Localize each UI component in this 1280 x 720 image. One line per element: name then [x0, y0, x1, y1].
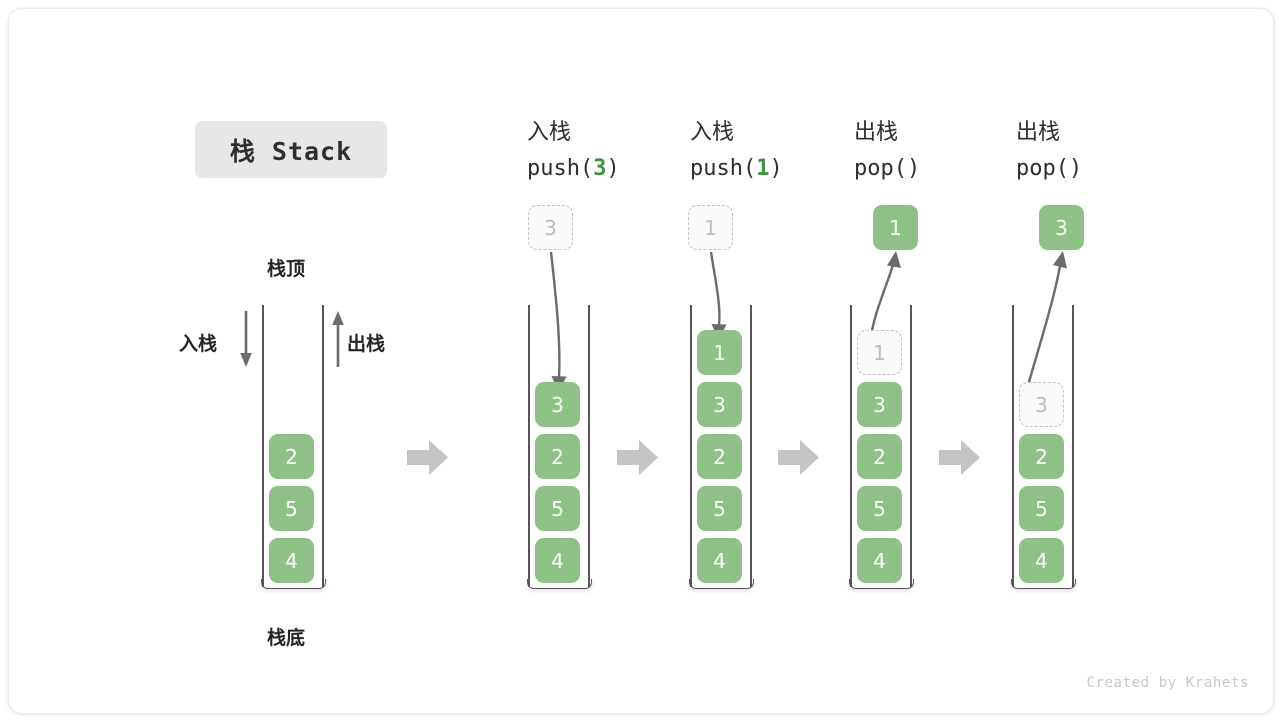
title-badge-text: 栈 Stack: [229, 136, 353, 166]
stack-node: 3: [857, 382, 902, 427]
stack-node: 2: [1019, 434, 1064, 479]
stack-wall-right: [1072, 305, 1074, 587]
stack-node: 2: [857, 434, 902, 479]
stack-wall-left: [528, 305, 530, 587]
push-arrow-down-icon: [240, 311, 252, 367]
column-header-suffix: ): [769, 156, 783, 181]
ghost-node: 1: [688, 205, 733, 250]
stack-wall-right: [322, 305, 324, 587]
column-header-line1: 出栈: [1016, 120, 1061, 145]
pop-curve-arrow-icon: [869, 251, 901, 337]
column-header-pop-3: 出栈 pop(): [1016, 115, 1082, 187]
pop-label-left: 出栈: [347, 333, 386, 355]
ghost-node: 1: [857, 330, 902, 375]
column-header-prefix: push(: [690, 156, 757, 181]
column-header-pop-1: 出栈 pop(): [854, 115, 920, 187]
stack-node: 5: [697, 486, 742, 531]
column-header-push-1: 入栈 push(1): [690, 115, 783, 187]
column-header-prefix: push(: [527, 156, 594, 181]
stack-node: 4: [269, 538, 314, 583]
stack-bottom-label: 栈底: [267, 627, 306, 649]
stack-wall-left: [850, 305, 852, 587]
ghost-node: 3: [1019, 382, 1064, 427]
stack-node: 4: [857, 538, 902, 583]
stack-top-label: 栈顶: [267, 258, 306, 280]
column-header-suffix: ): [606, 156, 620, 181]
stack-bottom-1: [261, 579, 326, 589]
stack-wall-left: [690, 305, 692, 587]
stack-node: 3: [535, 382, 580, 427]
stack-node: 4: [535, 538, 580, 583]
footer-credit: Created by Krahets: [1086, 675, 1249, 691]
stack-wall-left: [262, 305, 264, 587]
column-header-prefix: pop(: [1016, 156, 1069, 181]
stack-node: 2: [269, 434, 314, 479]
column-header-prefix: pop(: [854, 156, 907, 181]
title-badge: 栈 Stack: [195, 121, 387, 178]
popped-node: 3: [1039, 205, 1084, 250]
column-header-line1: 入栈: [690, 120, 735, 145]
pop-curve-arrow-icon: [1025, 251, 1067, 390]
step-arrow-icon: [778, 440, 819, 475]
push-label-left: 入栈: [179, 333, 218, 355]
push-curve-arrow-icon: [549, 251, 567, 392]
stack-node: 5: [269, 486, 314, 531]
popped-node: 1: [873, 205, 918, 250]
step-arrow-icon: [617, 440, 658, 475]
stack-node: 5: [857, 486, 902, 531]
stack-wall-right: [910, 305, 912, 587]
ghost-node: 3: [528, 205, 573, 250]
stack-wall-left: [1012, 305, 1014, 587]
stack-node: 2: [535, 434, 580, 479]
column-header-line1: 入栈: [527, 120, 572, 145]
column-header-suffix: ): [1068, 156, 1083, 181]
column-header-suffix: ): [906, 156, 921, 181]
stack-node: 3: [697, 382, 742, 427]
stack-bottom-4: [849, 579, 914, 589]
stack-bottom-3: [689, 579, 754, 589]
step-arrow-icon: [407, 440, 448, 475]
stack-node: 1: [697, 330, 742, 375]
stack-node: 5: [1019, 486, 1064, 531]
stack-node: 5: [535, 486, 580, 531]
step-arrow-icon: [939, 440, 980, 475]
stack-bottom-2: [527, 579, 592, 589]
stack-node: 4: [697, 538, 742, 583]
pop-arrow-up-icon: [332, 311, 344, 367]
stack-wall-right: [750, 305, 752, 587]
column-header-push-3: 入栈 push(3): [527, 115, 620, 187]
column-header-number: 3: [593, 156, 607, 181]
column-header-line1: 出栈: [854, 120, 899, 145]
stack-node: 4: [1019, 538, 1064, 583]
diagram-card: 栈 Stack 栈顶 入栈 出栈 2 5 4 栈底 入栈 push(3) 3 3…: [8, 8, 1274, 714]
stack-node: 2: [697, 434, 742, 479]
column-header-number: 1: [756, 156, 770, 181]
stack-bottom-5: [1011, 579, 1076, 589]
stack-wall-right: [588, 305, 590, 587]
